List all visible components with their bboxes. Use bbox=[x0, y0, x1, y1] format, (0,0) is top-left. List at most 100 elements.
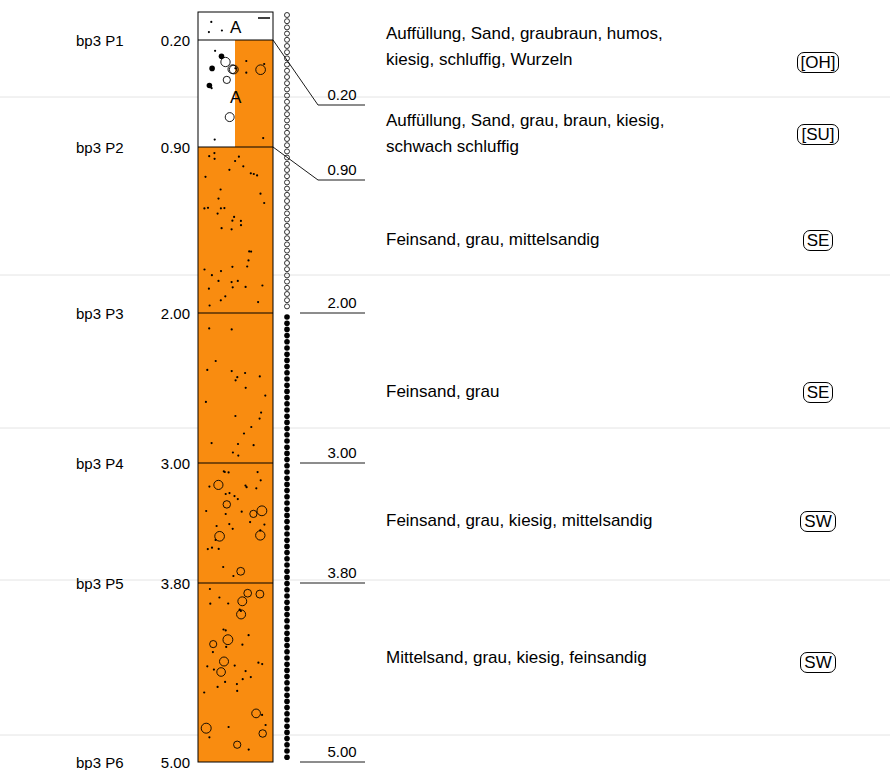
texture-mark bbox=[211, 442, 213, 444]
texture-mark bbox=[261, 284, 263, 286]
texture-mark bbox=[209, 304, 211, 306]
texture-mark bbox=[228, 523, 230, 525]
texture-mark bbox=[210, 21, 212, 23]
texture-mark bbox=[284, 599, 290, 605]
texture-mark bbox=[208, 486, 210, 488]
texture-mark bbox=[231, 266, 233, 268]
texture-mark bbox=[285, 211, 290, 216]
texture-mark bbox=[223, 501, 230, 508]
texture-mark bbox=[263, 524, 265, 526]
texture-mark bbox=[285, 273, 290, 278]
texture-mark bbox=[217, 198, 219, 200]
texture-mark bbox=[285, 205, 290, 210]
texture-mark bbox=[284, 612, 290, 618]
texture-mark bbox=[207, 548, 209, 550]
texture-mark bbox=[201, 723, 211, 733]
texture-mark bbox=[284, 339, 290, 345]
texture-mark bbox=[284, 420, 290, 426]
sample-id: bp3 P1 bbox=[76, 33, 124, 48]
texture-mark bbox=[284, 364, 290, 370]
soil-group: SW bbox=[800, 511, 835, 532]
texture-mark bbox=[284, 649, 290, 655]
texture-mark bbox=[259, 375, 261, 377]
texture-mark bbox=[257, 662, 259, 664]
texture-mark bbox=[284, 494, 290, 500]
texture-mark bbox=[284, 376, 290, 382]
texture-mark bbox=[236, 690, 238, 692]
sample-id: bp3 P4 bbox=[76, 456, 124, 471]
texture-mark bbox=[284, 457, 290, 463]
texture-mark bbox=[285, 124, 290, 129]
texture-mark bbox=[224, 681, 226, 683]
texture-mark bbox=[263, 202, 265, 204]
texture-mark bbox=[233, 216, 235, 218]
texture-mark bbox=[203, 207, 205, 209]
texture-mark bbox=[235, 379, 237, 381]
texture-mark bbox=[209, 66, 215, 72]
sample-depth: 5.00 bbox=[161, 755, 190, 770]
layer-description: Feinsand, grau bbox=[386, 379, 686, 405]
texture-mark bbox=[208, 288, 210, 290]
layer-depth: 0.20 bbox=[322, 87, 362, 102]
texture-mark bbox=[284, 655, 290, 661]
texture-mark bbox=[284, 705, 290, 711]
texture-mark bbox=[285, 248, 290, 253]
texture-mark bbox=[242, 165, 244, 167]
texture-mark bbox=[231, 281, 233, 283]
texture-mark bbox=[284, 668, 290, 674]
texture-mark bbox=[205, 401, 207, 403]
texture-mark bbox=[285, 180, 290, 185]
texture-mark bbox=[262, 137, 264, 139]
texture-mark bbox=[240, 224, 242, 226]
texture-mark bbox=[284, 327, 290, 333]
sample-depth: 0.20 bbox=[161, 33, 190, 48]
texture-mark bbox=[212, 651, 214, 653]
texture-mark bbox=[228, 471, 230, 473]
texture-mark bbox=[285, 75, 290, 80]
texture-mark bbox=[284, 451, 290, 457]
layer-depth: 5.00 bbox=[322, 744, 362, 759]
texture-mark bbox=[220, 188, 222, 190]
texture-mark bbox=[215, 531, 225, 541]
texture-mark bbox=[232, 286, 234, 288]
sample-depth: 3.00 bbox=[161, 456, 190, 471]
texture-mark bbox=[214, 50, 216, 52]
texture-mark bbox=[285, 106, 290, 111]
texture-mark bbox=[285, 230, 290, 235]
soil-group: [OH] bbox=[797, 52, 840, 73]
texture-mark bbox=[237, 455, 239, 457]
texture-mark bbox=[284, 674, 290, 680]
texture-mark bbox=[250, 251, 252, 253]
texture-mark bbox=[231, 228, 233, 230]
texture-mark bbox=[250, 426, 252, 428]
texture-mark bbox=[284, 426, 290, 432]
texture-mark bbox=[253, 444, 255, 446]
texture-mark bbox=[222, 628, 224, 630]
texture-mark bbox=[257, 506, 267, 516]
texture-mark bbox=[260, 412, 262, 414]
texture-mark bbox=[285, 68, 290, 73]
texture-mark bbox=[285, 13, 290, 18]
texture-mark bbox=[261, 714, 263, 716]
texture-mark bbox=[285, 217, 290, 222]
texture-mark bbox=[284, 506, 290, 512]
layer-description: Mittelsand, grau, kiesig, feinsandig bbox=[386, 645, 686, 671]
texture-mark bbox=[229, 65, 238, 74]
texture-mark bbox=[220, 270, 222, 272]
texture-mark bbox=[203, 268, 205, 270]
layer-depth: 2.00 bbox=[322, 295, 362, 310]
layer-description: Feinsand, grau, kiesig, mittelsandig bbox=[386, 508, 686, 534]
texture-mark bbox=[216, 525, 218, 527]
texture-mark bbox=[218, 548, 220, 550]
texture-mark bbox=[285, 298, 290, 303]
texture-mark bbox=[284, 531, 290, 537]
texture-mark bbox=[284, 711, 290, 717]
texture-mark bbox=[220, 207, 222, 209]
texture-mark bbox=[256, 531, 265, 540]
texture-mark bbox=[242, 678, 244, 680]
texture-mark bbox=[256, 65, 266, 75]
texture-mark bbox=[285, 168, 290, 173]
texture-mark bbox=[255, 487, 257, 489]
texture-mark bbox=[284, 748, 290, 754]
texture-mark bbox=[285, 292, 290, 297]
